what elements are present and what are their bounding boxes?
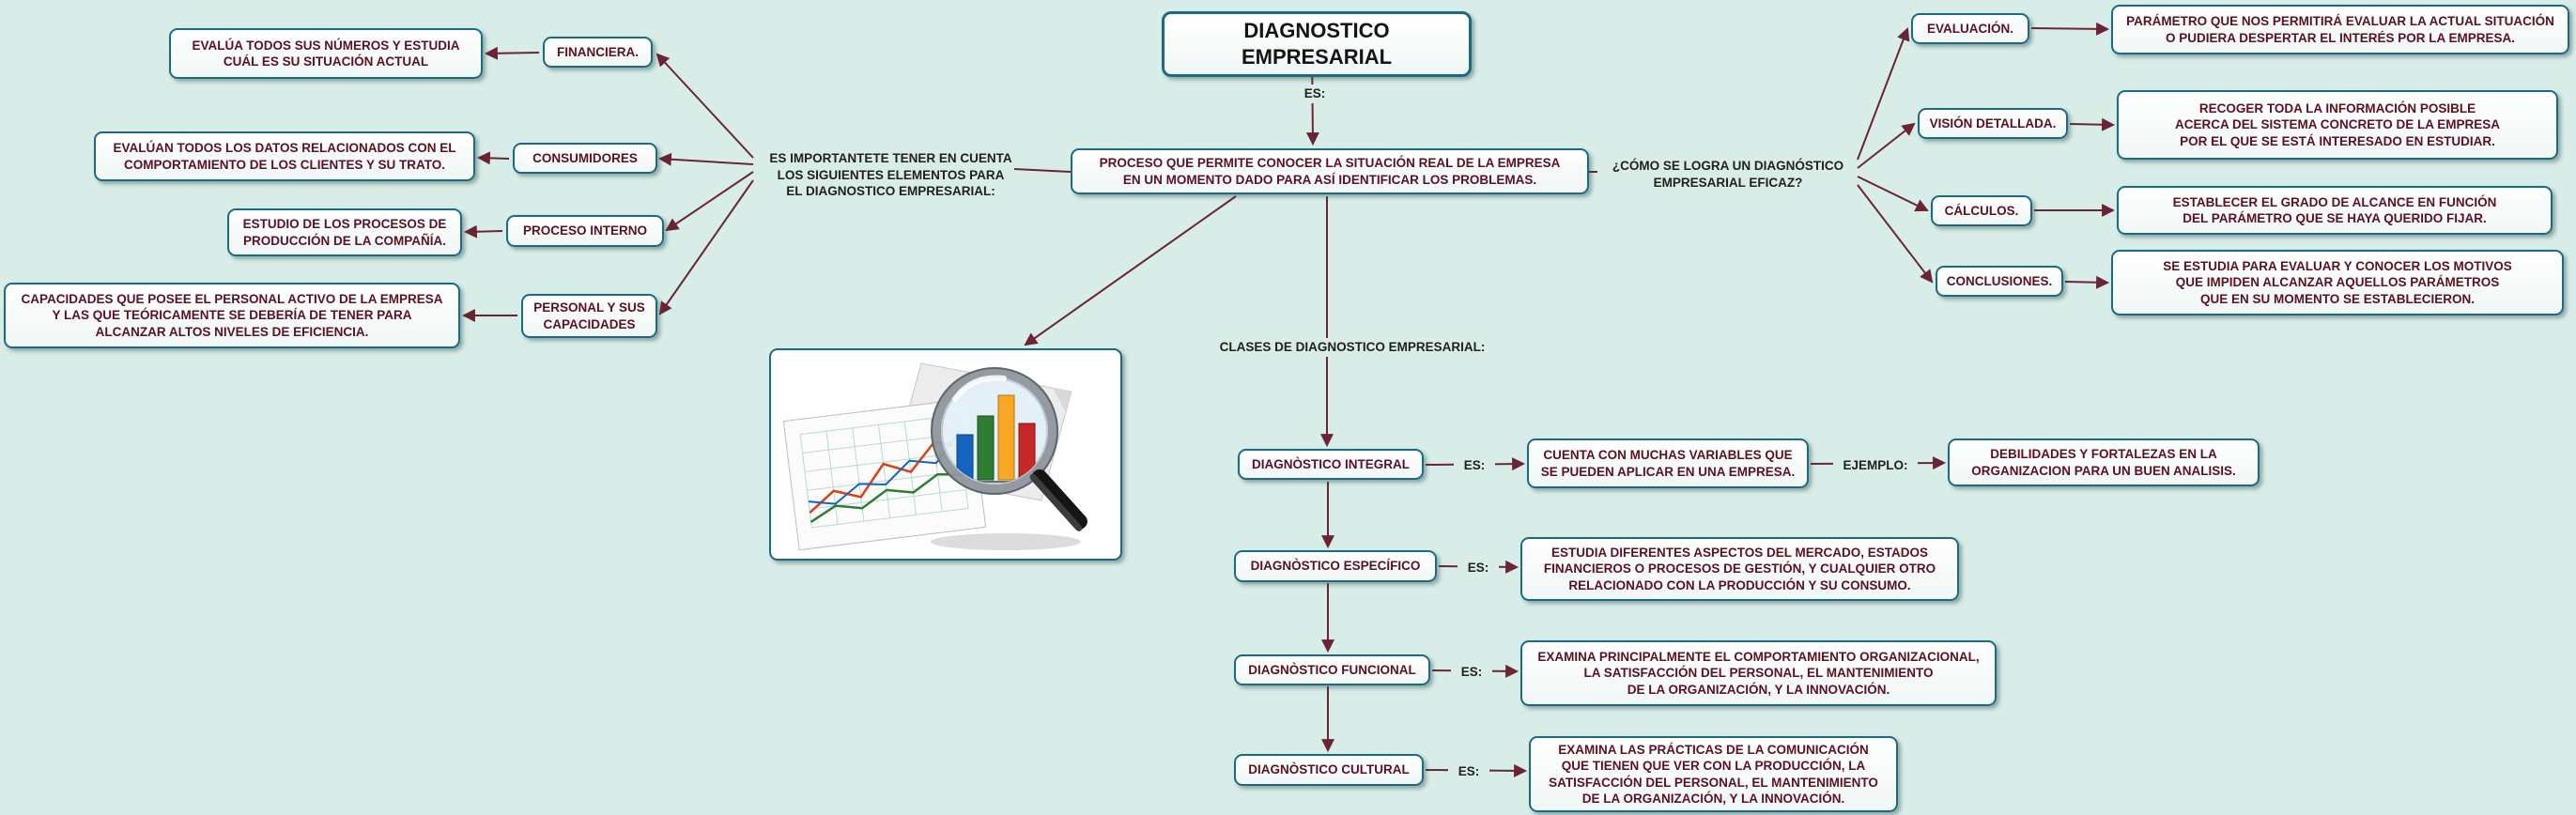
magnifier-chart-illustration [782,362,1087,551]
concept-diagnostico-cultural[interactable]: DIAGNÒSTICO CULTURAL [1234,754,1424,786]
concept-calculos[interactable]: CÁLCULOS. [1931,195,2032,226]
concept-diagnostico-especifico[interactable]: DIAGNÒSTICO ESPECÍFICO [1234,550,1437,582]
concept-consumidores[interactable]: CONSUMIDORES [513,143,657,174]
linking-phrase-ejemplo: EJEMPLO: [1833,456,1918,475]
concept-personal-capacidades[interactable]: PERSONAL Y SUS CAPACIDADES [521,294,657,338]
linking-phrase-es-especifico: ES: [1458,559,1499,577]
concept-conclusiones[interactable]: CONCLUSIONES. [1936,266,2063,297]
desc-personal-capacidades[interactable]: CAPACIDADES QUE POSEE EL PERSONAL ACTIVO… [4,283,460,348]
concept-diagnostico-integral[interactable]: DIAGNÒSTICO INTEGRAL [1238,449,1424,480]
desc-calculos[interactable]: ESTABLECER EL GRADO DE ALCANCE EN FUNCIÓ… [2117,186,2553,235]
linking-phrase-clases-heading: CLASES DE DIAGNOSTICO EMPRESARIAL: [1187,338,1518,357]
concept-vision-detallada[interactable]: VISIÓN DETALLADA. [1918,108,2068,139]
linking-phrase-right-question: ¿CÓMO SE LOGRA UN DIAGNÓSTICO EMPRESARIA… [1612,159,1844,190]
linking-phrase-es-top: ES: [1294,85,1335,103]
linking-phrase-es-funcional: ES: [1451,663,1492,682]
desc-consumidores[interactable]: EVALÚAN TODOS LOS DATOS RELACIONADOS CON… [94,131,475,181]
concept-central-definition[interactable]: PROCESO QUE PERMITE CONOCER LA SITUACIÓN… [1071,148,1589,194]
example-diagnostico-integral[interactable]: DEBILIDADES Y FORTALEZAS EN LA ORGANIZAC… [1948,438,2260,486]
desc-conclusiones[interactable]: SE ESTUDIA PARA EVALUAR Y CONOCER LOS MO… [2111,250,2564,315]
concept-diagnostico-funcional[interactable]: DIAGNÒSTICO FUNCIONAL [1234,654,1430,685]
desc-diagnostico-funcional[interactable]: EXAMINA PRINCIPALMENTE EL COMPORTAMIENTO… [1520,640,1997,706]
concept-evaluacion[interactable]: EVALUACIÓN. [1911,13,2029,44]
desc-proceso-interno[interactable]: ESTUDIO DE LOS PROCESOS DE PRODUCCIÓN DE… [227,208,462,256]
desc-diagnostico-especifico[interactable]: ESTUDIA DIFERENTES ASPECTOS DEL MERCADO,… [1520,537,1959,601]
linking-phrase-es-cultural: ES: [1448,762,1489,781]
desc-diagnostico-cultural[interactable]: EXAMINA LAS PRÁCTICAS DE LA COMUNICACIÓN… [1529,736,1898,813]
concept-proceso-interno[interactable]: PROCESO INTERNO [506,215,664,247]
linking-phrase-left-intro: ES IMPORTANTETE TENER EN CUENTA LOS SIGU… [769,151,1012,199]
linking-phrase-es-integral: ES: [1454,456,1495,475]
desc-financiera[interactable]: EVALÚA TODOS SUS NÚMEROS Y ESTUDIA CUÁL … [169,28,483,79]
desc-evaluacion[interactable]: PARÁMETRO QUE NOS PERMITIRÁ EVALUAR LA A… [2111,5,2569,54]
illustration-frame [769,348,1122,561]
desc-vision-detallada[interactable]: RECOGER TODA LA INFORMACIÓN POSIBLE ACER… [2117,90,2558,160]
desc-diagnostico-integral[interactable]: CUENTA CON MUCHAS VARIABLES QUE SE PUEDE… [1527,438,1809,488]
concept-financiera[interactable]: FINANCIERA. [543,37,653,68]
map-title[interactable]: DIAGNOSTICO EMPRESARIAL [1162,11,1472,78]
